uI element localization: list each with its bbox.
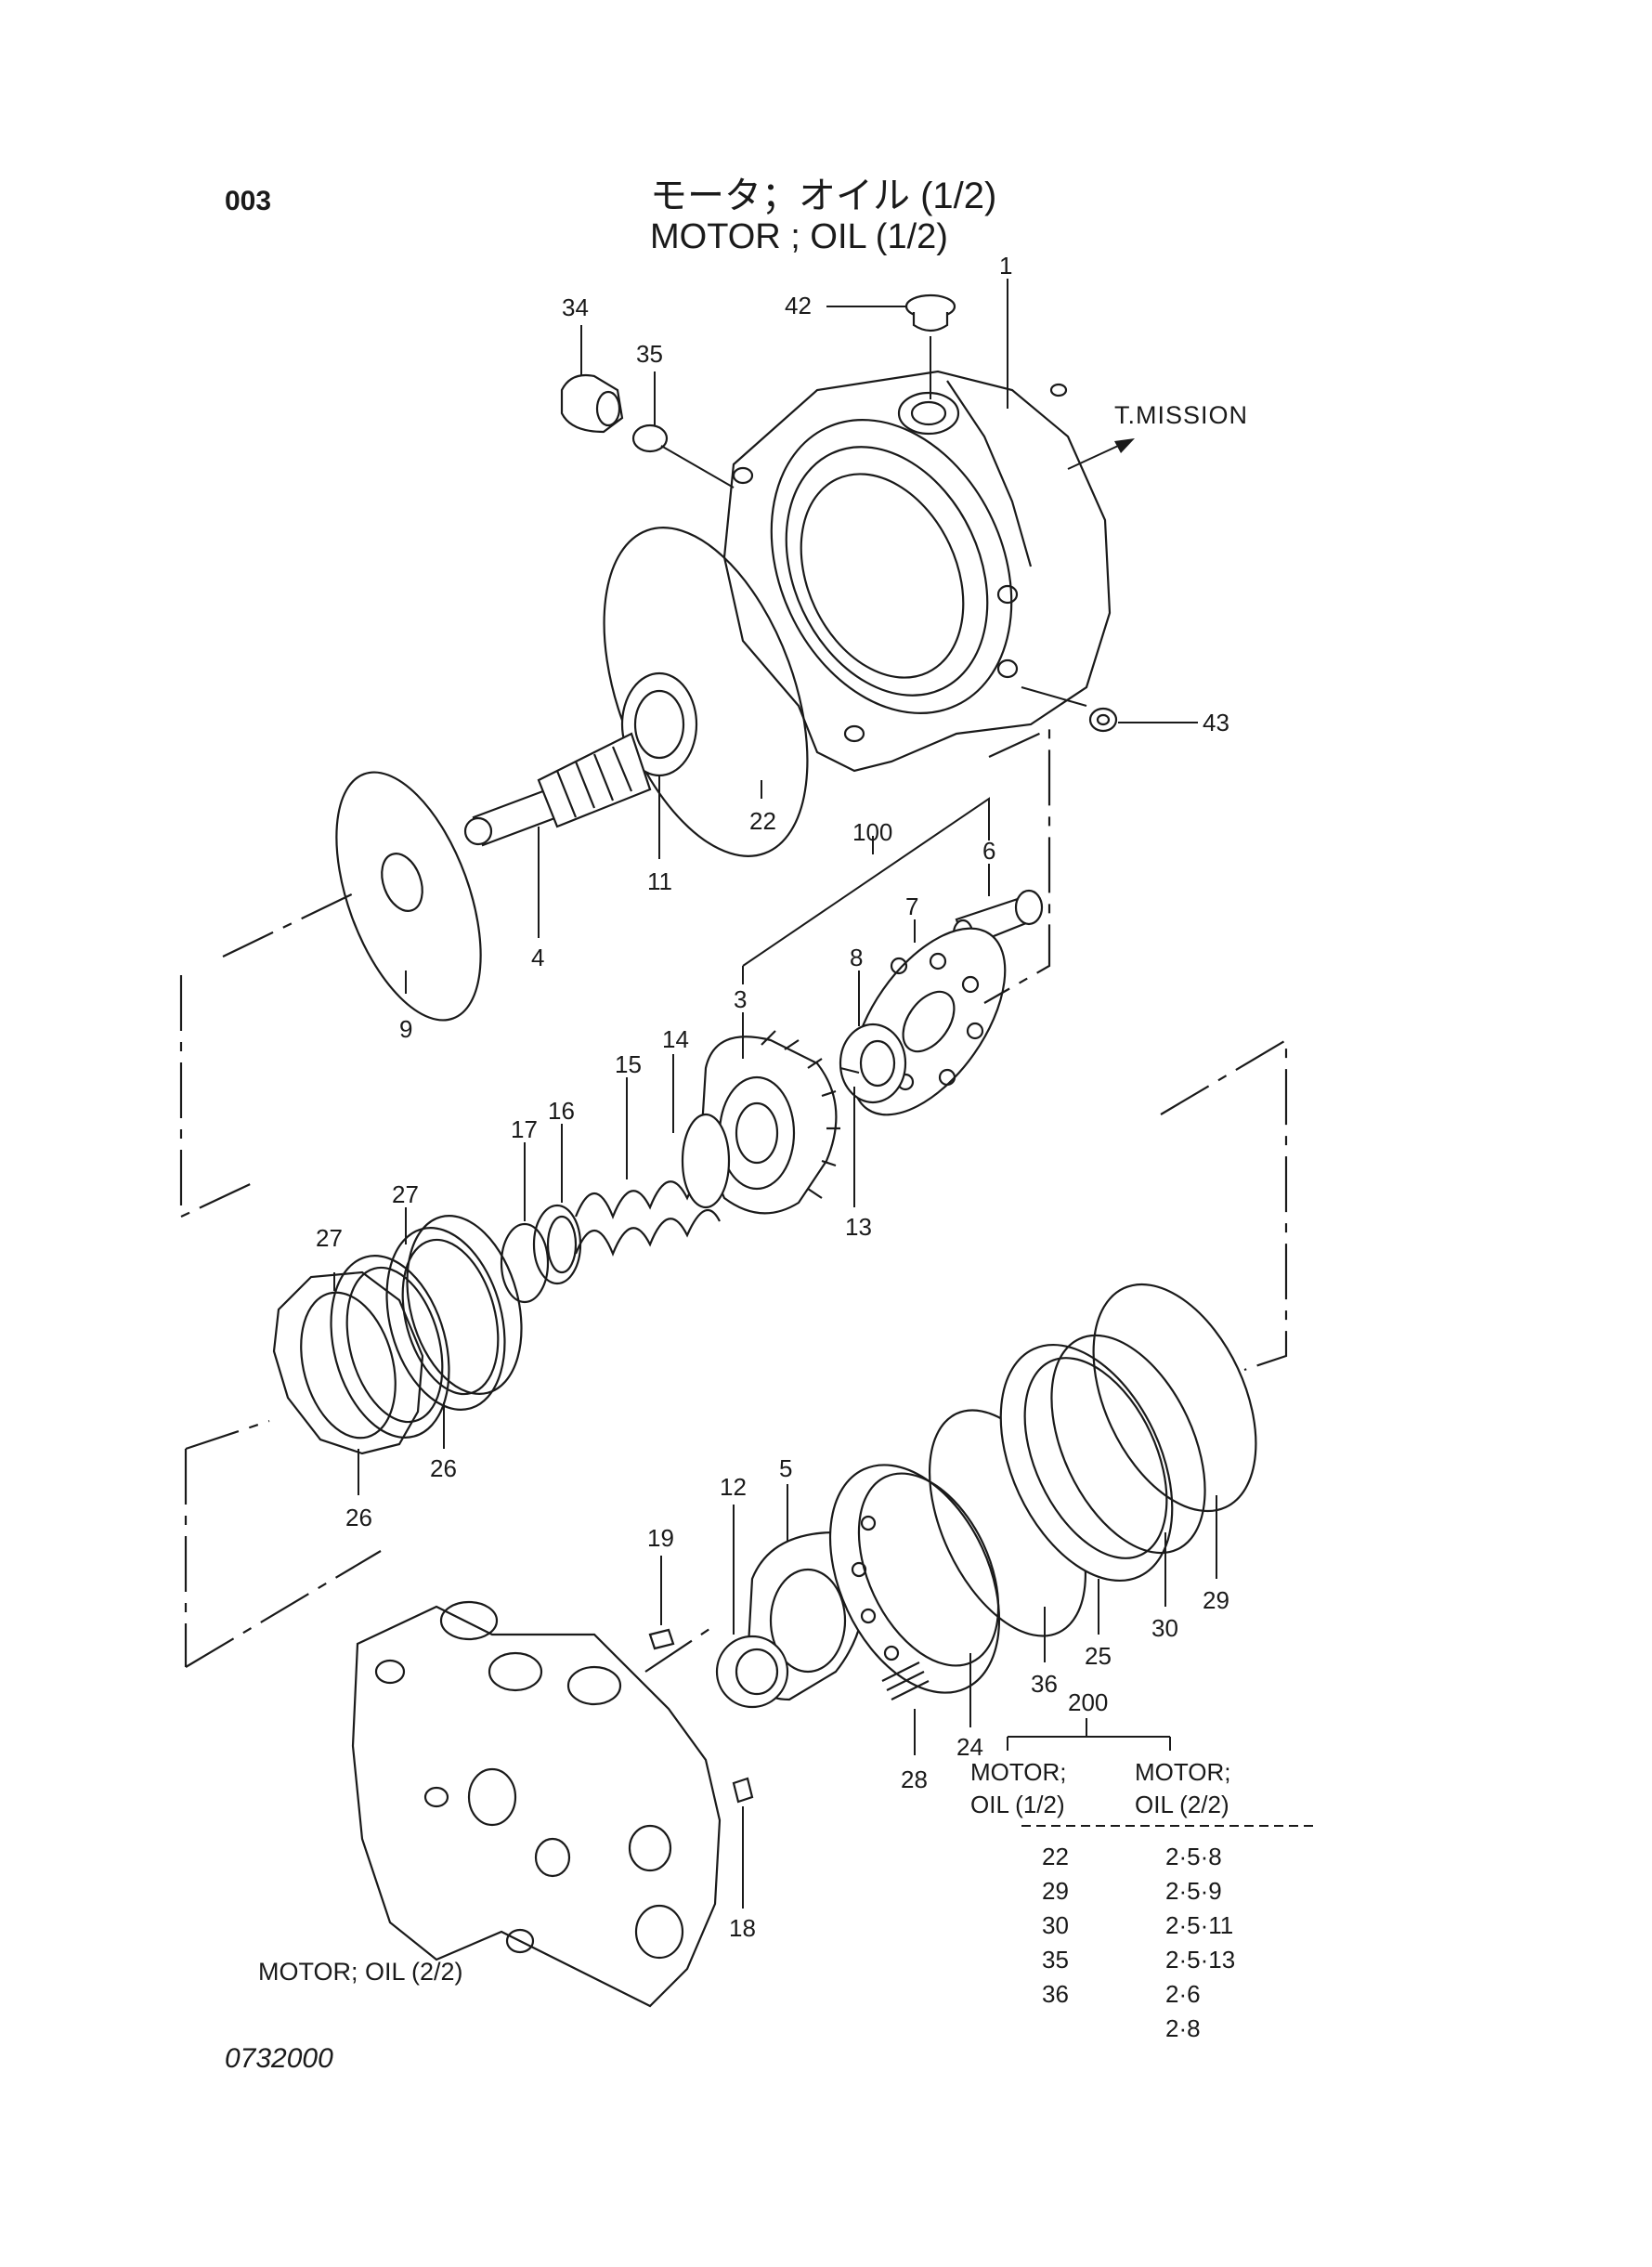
kit-bracket [1007,1718,1171,1751]
kit-col1-item: 22 [1042,1843,1069,1870]
plug-part-43 [1088,707,1118,733]
bearing-part-12 [715,1635,789,1709]
alignment-line-upper-right [983,727,1051,1004]
plate-part-9 [335,771,482,1022]
ring-part-30 [1050,1334,1206,1555]
kit-col1-item: 30 [1042,1911,1069,1939]
page-title-japanese: モータ；オイル (1/2) [650,176,997,216]
alignment-line-right [1160,1038,1288,1372]
callout-13: 13 [845,1213,872,1241]
alignment-line-casing [644,1624,716,1673]
callout-43: 43 [1203,709,1229,736]
alignment-line-left-upper [179,975,261,1218]
sleeve-part-24 [828,1464,1001,1694]
arrow-icon-tmission [1067,438,1135,470]
motor-oil-2-2-label: MOTOR; OIL (2/2) [258,1958,463,1986]
shaft-part-4 [463,732,652,847]
callout-25: 25 [1085,1642,1112,1670]
callout-30: 30 [1151,1614,1178,1642]
kit-col2-item: 2·5·13 [1165,1946,1235,1974]
callout-35: 35 [636,340,663,368]
callout-19: 19 [647,1524,674,1552]
drawing-number: 0732000 [225,2043,333,2074]
cylinder-block-part-3 [699,1030,840,1215]
kit-col2-item: 2·5·11 [1165,1911,1233,1939]
bearing-part-11 [620,671,698,777]
callout-12: 12 [720,1473,747,1501]
callout-28: 28 [901,1765,928,1793]
callout-9: 9 [399,1015,412,1043]
callout-27-upper: 27 [392,1180,419,1208]
callout-5: 5 [779,1454,792,1482]
kit-col2-header-line2: OIL (2/2) [1135,1791,1229,1818]
housing-part-1 [722,370,1112,773]
kit-group-label: 200 [1068,1688,1108,1716]
kit-table-200: 200 MOTOR; OIL (1/2) MOTOR; OIL (2/2) 22… [970,1688,1235,2042]
kit-col1-item: 29 [1042,1877,1069,1905]
callout-42: 42 [785,292,812,319]
callout-3: 3 [734,985,747,1013]
page-title-english: MOTOR ; OIL (1/2) [650,217,948,256]
kit-col1-header-line2: OIL (1/2) [970,1791,1065,1818]
callout-26-lower: 26 [345,1504,372,1531]
ring-part-29 [1092,1283,1257,1513]
friction-plate-part-26-inner [406,1215,523,1395]
callout-36: 36 [1031,1670,1058,1698]
pin-part-18 [732,1777,754,1804]
direction-label-tmission: T.MISSION [1114,401,1249,429]
washer-part-16 [532,1204,582,1285]
kit-col2-item: 2·5·9 [1165,1877,1222,1905]
plug-part-34 [560,373,624,434]
callout-27-lower: 27 [316,1224,343,1252]
callout-34: 34 [562,293,589,321]
callout-4: 4 [531,944,544,971]
callout-14: 14 [662,1025,689,1053]
kit-col2-item: 2·8 [1165,2014,1201,2042]
callout-18: 18 [729,1914,756,1942]
callout-1: 1 [999,252,1012,280]
page-code: 003 [225,186,272,216]
snap-ring-part-17 [500,1222,550,1304]
piston-part-25 [999,1343,1174,1583]
callout-26-upper: 26 [430,1454,457,1482]
callout-16: 16 [548,1097,575,1125]
kit-col1-header-line1: MOTOR; [970,1758,1067,1786]
callout-7: 7 [905,892,918,920]
casing-motor-oil-2-2 [351,1600,722,2008]
plug-part-42 [904,293,956,332]
alignment-line-shaft [222,891,358,958]
kit-col2-item: 2·5·8 [1165,1843,1222,1870]
callout-24: 24 [956,1733,983,1761]
kit-col1-item: 35 [1042,1946,1069,1974]
callout-29: 29 [1203,1586,1229,1614]
callout-8: 8 [850,944,863,971]
callout-6: 6 [982,837,995,865]
pin-part-19 [648,1628,675,1650]
callout-22: 22 [749,807,776,835]
spring-part-28 [881,1661,930,1700]
callout-17: 17 [511,1115,538,1143]
bushing-part-8 [839,1023,907,1104]
spring-seat-part-14 [681,1113,731,1209]
alignment-line-left-lower-top [185,1419,270,1451]
kit-col1-item: 36 [1042,1980,1069,2008]
kit-col2-item: 2·6 [1165,1980,1201,2008]
friction-plate-part-26-outer [272,1270,424,1455]
callout-11: 11 [647,867,672,895]
alignment-line-left-lower-bottom [185,1550,382,1668]
callout-15: 15 [615,1050,642,1078]
oring-part-35 [631,423,669,453]
callout-100: 100 [852,818,892,846]
kit-col2-header-line1: MOTOR; [1135,1758,1231,1786]
